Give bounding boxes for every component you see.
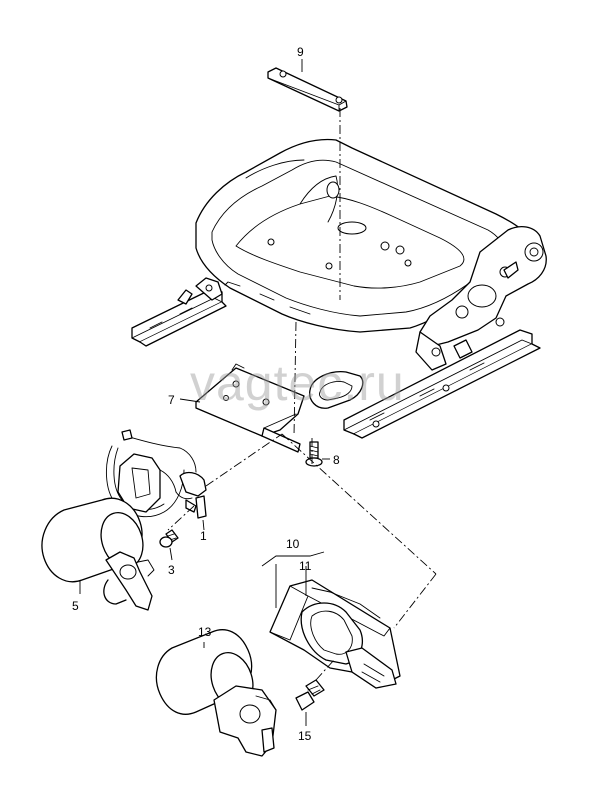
callout-7: 7 [168,393,175,407]
part-15-screw [295,679,325,711]
callout-11: 11 [299,559,312,573]
part-11-housing [269,579,401,689]
watermark: vagtec.ru [190,355,405,411]
callout-8: 8 [333,453,340,467]
right-seat-rail [343,329,541,439]
part-7-bracket [195,363,305,453]
callout-1: 1 [200,529,207,543]
callout-5: 5 [72,599,79,613]
part-9-strip [267,67,348,112]
height-lever [309,371,364,409]
assembly-lines [167,108,437,681]
part-3-screw [159,529,179,548]
callout-13: 13 [198,625,212,639]
part-13-cylinder [155,629,277,757]
seat-frame [195,138,547,371]
part-8-screw [305,441,323,467]
callout-3: 3 [168,563,175,577]
callout-9: 9 [297,45,304,59]
callout-15: 15 [298,729,312,743]
callout-leaders [79,59,330,726]
left-seat-rail [131,277,227,347]
part-5-cylinder [41,497,155,611]
callout-labels: 9 7 8 1 3 5 10 11 13 15 [72,45,340,743]
part-1-harness [105,429,207,519]
callout-10: 10 [286,537,300,551]
